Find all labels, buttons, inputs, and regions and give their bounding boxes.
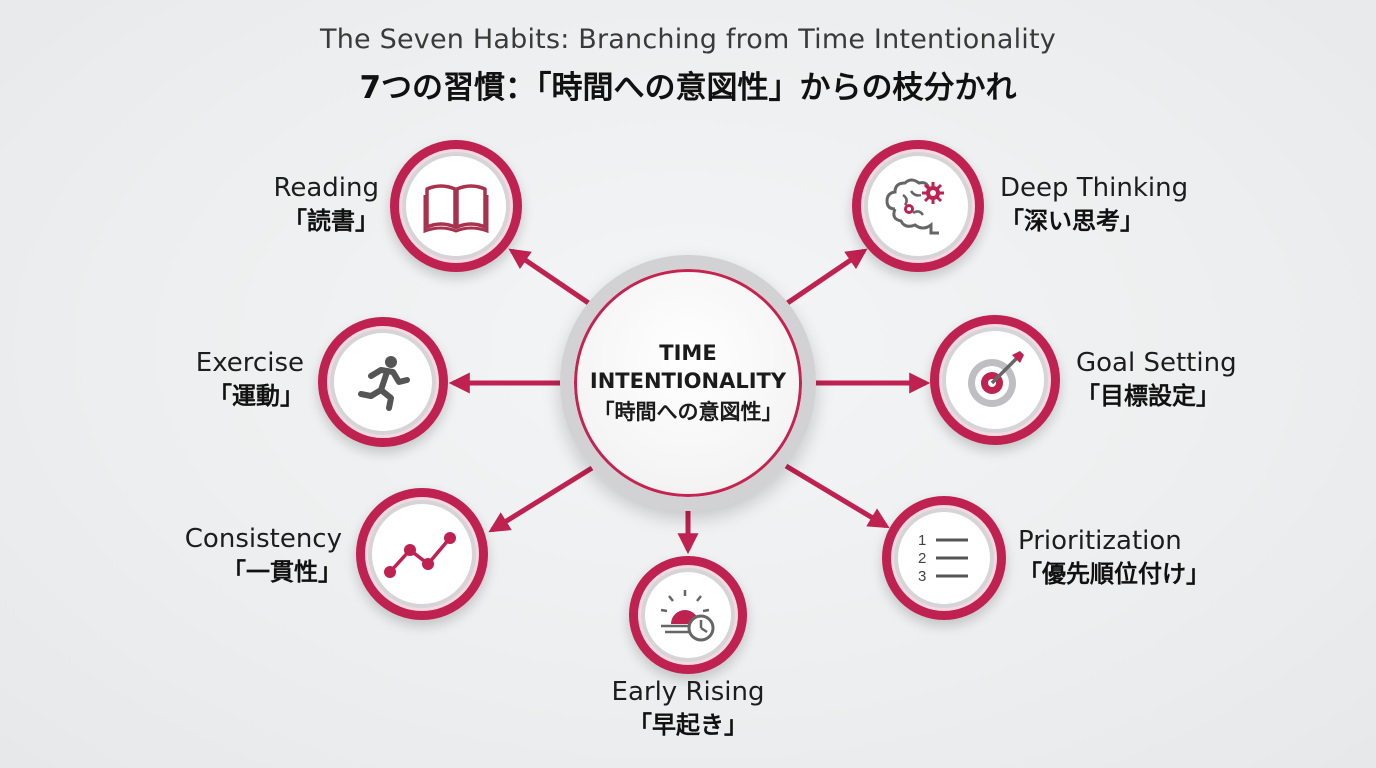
target-arrow-icon xyxy=(968,351,1024,407)
center-label-japanese: 「時間への意図性」 xyxy=(593,400,783,424)
center-label-line2: INTENTIONALITY xyxy=(589,369,787,393)
node-exercise xyxy=(318,317,448,447)
label-prioritization-en: Prioritization xyxy=(1018,526,1182,556)
arrow-to-deep-thinking xyxy=(784,248,868,307)
label-early-rising-en: Early Rising xyxy=(611,677,765,707)
label-early-rising: Early Rising 「早起き」 xyxy=(588,676,788,742)
node-deep-thinking xyxy=(852,140,984,272)
label-exercise-en: Exercise xyxy=(195,348,304,378)
node-consistency xyxy=(356,488,488,620)
node-prioritization: 1 2 3 xyxy=(882,496,1006,620)
label-prioritization: Prioritization 「優先順位付け」 xyxy=(1018,525,1210,591)
label-reading: Reading 「読書」 xyxy=(273,172,379,238)
arrow-to-consistency xyxy=(488,465,594,533)
brain-gears-icon xyxy=(885,178,944,235)
sunrise-clock-icon xyxy=(660,590,715,642)
label-consistency: Consistency 「一貫性」 xyxy=(185,523,342,589)
label-early-rising-ja: 「早起き」 xyxy=(628,711,748,739)
running-person-icon xyxy=(358,356,410,411)
title-english: The Seven Habits: Branching from Time In… xyxy=(320,24,1056,55)
node-early-rising xyxy=(629,556,747,674)
label-prioritization-ja: 「優先順位付け」 xyxy=(1018,560,1210,588)
center-label-line1: TIME xyxy=(659,341,717,365)
center-hub: TIME INTENTIONALITY 「時間への意図性」 xyxy=(560,255,816,511)
arrow-to-reading xyxy=(508,248,592,307)
node-goal-setting xyxy=(930,315,1060,445)
label-deep-thinking-en: Deep Thinking xyxy=(1000,173,1189,203)
label-goal-setting: Goal Setting 「目標設定」 xyxy=(1076,347,1237,413)
label-exercise-ja: 「運動」 xyxy=(208,382,304,410)
arrow-to-prioritization xyxy=(784,463,890,529)
list-number-2: 2 xyxy=(918,550,926,567)
label-consistency-ja: 「一貫性」 xyxy=(222,558,342,586)
label-deep-thinking-ja: 「深い思考」 xyxy=(1000,207,1144,235)
list-number-3: 3 xyxy=(918,568,926,585)
label-deep-thinking: Deep Thinking 「深い思考」 xyxy=(1000,172,1188,238)
book-icon xyxy=(423,184,489,234)
label-goal-setting-ja: 「目標設定」 xyxy=(1076,382,1220,410)
node-reading xyxy=(390,140,522,272)
list-number-1: 1 xyxy=(918,532,926,549)
label-consistency-en: Consistency xyxy=(184,524,342,554)
label-exercise: Exercise 「運動」 xyxy=(196,347,304,413)
label-reading-ja: 「読書」 xyxy=(283,207,379,235)
label-goal-setting-en: Goal Setting xyxy=(1076,348,1237,378)
numbered-list-icon: 1 2 3 xyxy=(918,532,968,585)
title-japanese: 7つの習慣：「時間への意図性」からの枝分かれ xyxy=(359,70,1017,106)
label-reading-en: Reading xyxy=(273,173,379,203)
trend-line-icon xyxy=(384,532,456,578)
